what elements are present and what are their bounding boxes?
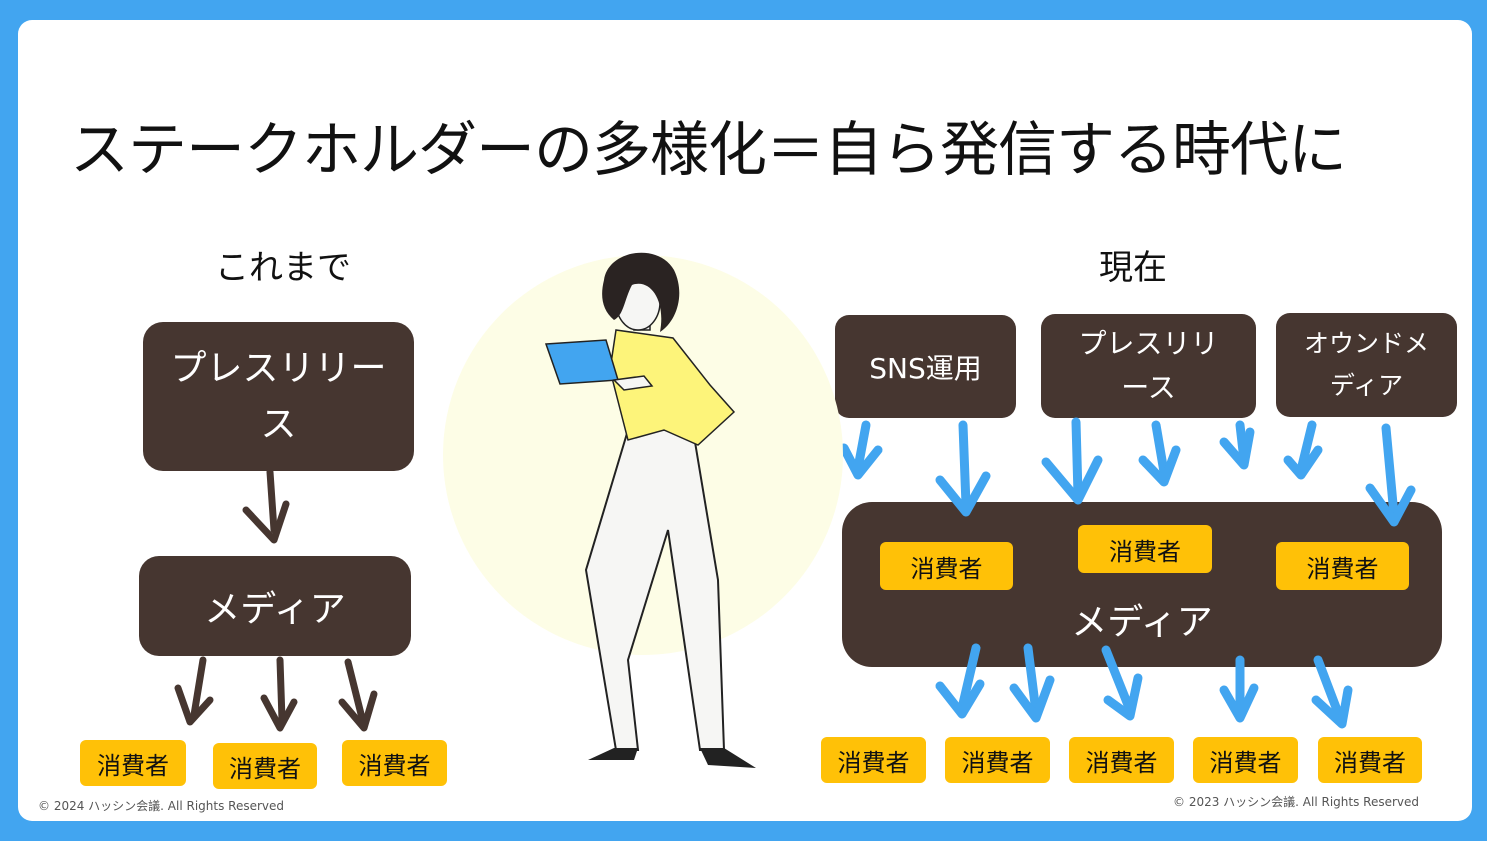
arrow-down-dark xyxy=(338,658,378,732)
sns-box: SNS運用 xyxy=(835,315,1016,418)
heading-before: これまで xyxy=(215,248,351,288)
consumer-box: 消費者 xyxy=(1193,737,1298,783)
consumer-box: 消費者 xyxy=(1276,542,1409,590)
arrow-down-blue xyxy=(839,420,883,480)
hair xyxy=(602,252,680,332)
shoe-right xyxy=(700,748,756,768)
press-release-label: プレスリリース xyxy=(1078,327,1219,404)
consumer-box: 消費者 xyxy=(1318,737,1422,783)
arrow-down-blue xyxy=(1009,643,1055,723)
shirt xyxy=(609,329,736,446)
arrow-down-dark xyxy=(174,656,214,726)
shoe-left xyxy=(588,748,638,760)
arrow-down-blue xyxy=(1138,420,1181,487)
slide-title: ステークホルダーの多様化＝自ら発信する時代に xyxy=(70,115,1347,184)
arrow-down-blue xyxy=(1365,423,1416,527)
press-release-box-right: プレスリリース xyxy=(1041,314,1256,418)
arrow-down-blue xyxy=(1101,645,1143,721)
slide: ステークホルダーの多様化＝自ら発信する時代に これまで プレスリリース メディア… xyxy=(18,20,1472,821)
media-label: メディア xyxy=(1071,602,1213,643)
consumer-box: 消費者 xyxy=(880,542,1013,590)
copyright-left: © 2024 ハッシン会議. All Rights Reserved xyxy=(38,799,285,813)
copyright-right: © 2023 ハッシン会議. All Rights Reserved xyxy=(1173,795,1420,809)
arrow-down-blue xyxy=(935,643,985,719)
consumer-box: 消費者 xyxy=(1078,525,1212,573)
press-release-box-left: プレスリリース xyxy=(143,322,414,471)
arrow-down-blue xyxy=(1219,420,1255,470)
pants xyxy=(584,429,726,751)
woman-with-laptop-illustration xyxy=(443,252,843,768)
arrow-down-blue xyxy=(1219,655,1259,723)
owned-media-label: オウンドメディア xyxy=(1303,329,1429,400)
hand xyxy=(612,375,654,391)
consumer-box: 消費者 xyxy=(945,737,1050,783)
arrow-down-blue xyxy=(1041,417,1103,505)
arrow-down-blue xyxy=(1283,420,1323,480)
arrows-layer xyxy=(174,417,1416,732)
consumer-box: 消費者 xyxy=(821,737,926,783)
media-label: メディア xyxy=(204,589,346,630)
heading-now: 現在 xyxy=(1099,248,1167,288)
consumer-box: 消費者 xyxy=(80,740,186,786)
consumer-box: 消費者 xyxy=(1069,737,1174,783)
consumer-box: 消費者 xyxy=(342,740,447,786)
arrow-down-blue xyxy=(935,420,991,517)
media-box-left: メディア xyxy=(139,556,411,656)
press-release-label: プレスリリース xyxy=(170,347,387,445)
arrow-down-blue xyxy=(1311,655,1353,729)
consumer-box: 消費者 xyxy=(213,743,317,789)
arrow-down-dark xyxy=(242,468,290,544)
owned-media-box: オウンドメディア xyxy=(1276,313,1457,417)
sns-label: SNS運用 xyxy=(869,351,982,385)
arrow-down-dark xyxy=(260,656,298,732)
